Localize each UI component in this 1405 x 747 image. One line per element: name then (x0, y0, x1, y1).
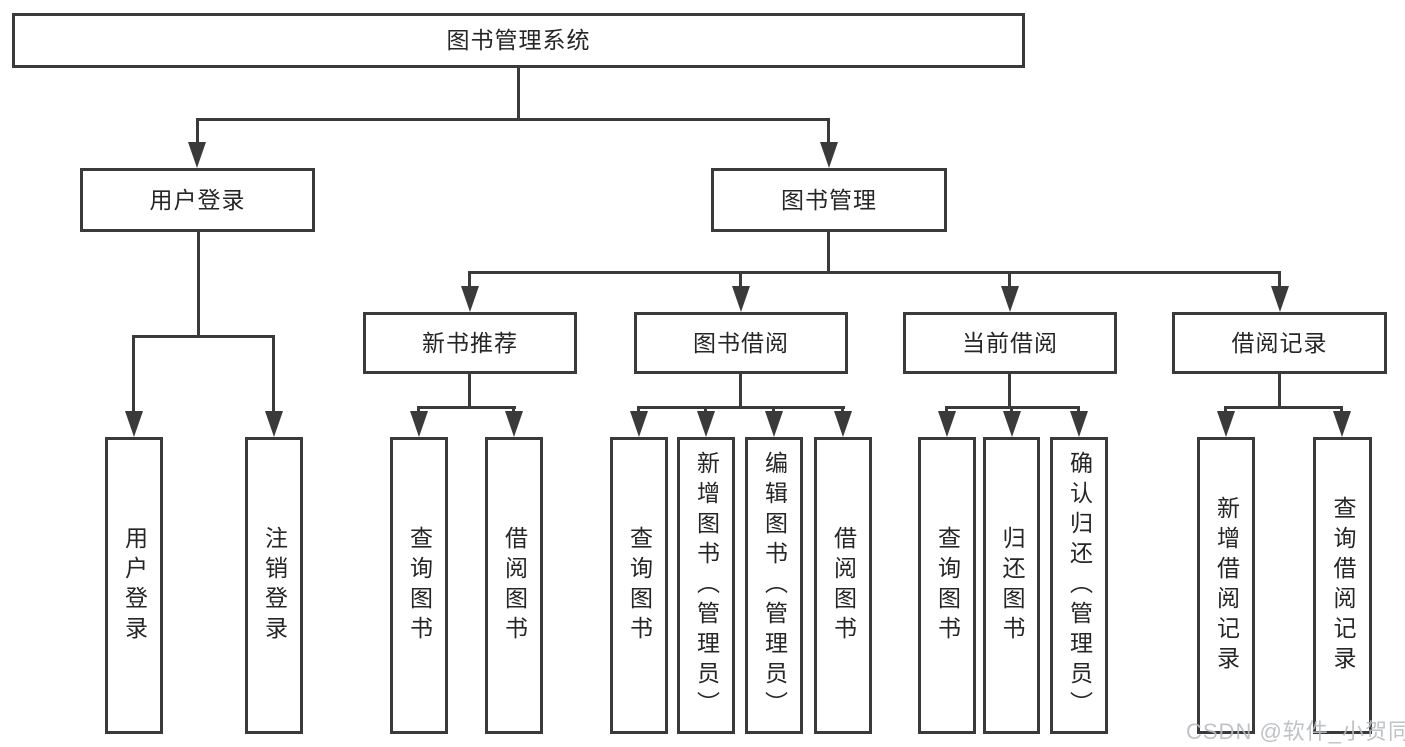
connector-line (468, 271, 1281, 274)
leaf-search-books: 查询图书 (390, 437, 448, 734)
connector-line (1278, 373, 1281, 409)
connector-line (637, 406, 640, 415)
arrow-down-icon (1217, 411, 1235, 437)
leaf-user-login: 用户登录 (105, 437, 163, 734)
connector-line (417, 406, 420, 415)
leaf-edit-books-admin: 编辑图书（管理员） (745, 437, 803, 734)
arrow-down-icon (834, 411, 852, 437)
arrow-down-icon (1333, 411, 1351, 437)
arrow-down-icon (1271, 286, 1289, 312)
arrow-down-icon (125, 411, 143, 437)
connector-line (196, 118, 830, 121)
connector-line (197, 231, 200, 336)
leaf-search-borrow-record: 查询借阅记录 (1313, 437, 1372, 734)
arrow-down-icon (1003, 411, 1021, 437)
connector-line (739, 271, 742, 289)
connector-line (772, 406, 775, 415)
arrow-down-icon (732, 286, 750, 312)
leaf-return-books: 归还图书 (983, 437, 1040, 734)
arrow-down-icon (630, 411, 648, 437)
connector-line (1077, 406, 1080, 415)
node-root: 图书管理系统 (12, 13, 1025, 68)
node-borrowing-records: 借阅记录 (1172, 312, 1387, 374)
connector-line (1008, 271, 1011, 289)
connector-line (827, 231, 830, 273)
arrow-down-icon (697, 411, 715, 437)
connector-line (1224, 406, 1227, 415)
leaf-search-books: 查询图书 (918, 437, 976, 734)
node-new-book-recommendation: 新书推荐 (363, 312, 577, 374)
connector-line (132, 335, 275, 338)
node-book-management: 图书管理 (711, 168, 947, 232)
arrow-down-icon (265, 411, 283, 437)
connector-line (1008, 373, 1011, 409)
connector-line (739, 373, 742, 409)
connector-line (512, 406, 515, 415)
leaf-add-books-admin: 新增图书（管理员） (677, 437, 735, 734)
leaf-search-books: 查询图书 (610, 437, 668, 734)
leaf-borrow-books: 借阅图书 (485, 437, 543, 734)
connector-line (1340, 406, 1343, 415)
connector-line (1224, 406, 1343, 409)
connector-line (417, 406, 516, 409)
connector-line (132, 335, 135, 414)
arrow-down-icon (461, 286, 479, 312)
connector-line (827, 118, 830, 146)
arrow-down-icon (938, 411, 956, 437)
connector-line (945, 406, 948, 415)
arrow-down-icon (1070, 411, 1088, 437)
connector-line (841, 406, 844, 415)
node-book-borrowing: 图书借阅 (634, 312, 848, 374)
connector-line (704, 406, 707, 415)
leaf-confirm-return-admin: 确认归还（管理员） (1050, 437, 1108, 734)
connector-line (468, 271, 471, 289)
arrow-down-icon (765, 411, 783, 437)
arrow-down-icon (410, 411, 428, 437)
arrow-down-icon (820, 142, 838, 168)
arrow-down-icon (188, 142, 206, 168)
connector-line (272, 335, 275, 414)
leaf-add-borrow-record: 新增借阅记录 (1197, 437, 1255, 734)
watermark: CSDN @软件_小贺同学 (1186, 719, 1405, 744)
connector-line (196, 118, 199, 146)
connector-line (1278, 271, 1281, 289)
arrow-down-icon (1001, 286, 1019, 312)
connector-line (637, 406, 845, 409)
node-current-borrowing: 当前借阅 (903, 312, 1117, 374)
leaf-borrow-books: 借阅图书 (814, 437, 872, 734)
leaf-logout: 注销登录 (245, 437, 303, 734)
connector-line (1010, 406, 1013, 415)
node-user-login: 用户登录 (80, 168, 315, 232)
arrow-down-icon (505, 411, 523, 437)
connector-line (468, 373, 471, 409)
connector-line (517, 66, 520, 119)
